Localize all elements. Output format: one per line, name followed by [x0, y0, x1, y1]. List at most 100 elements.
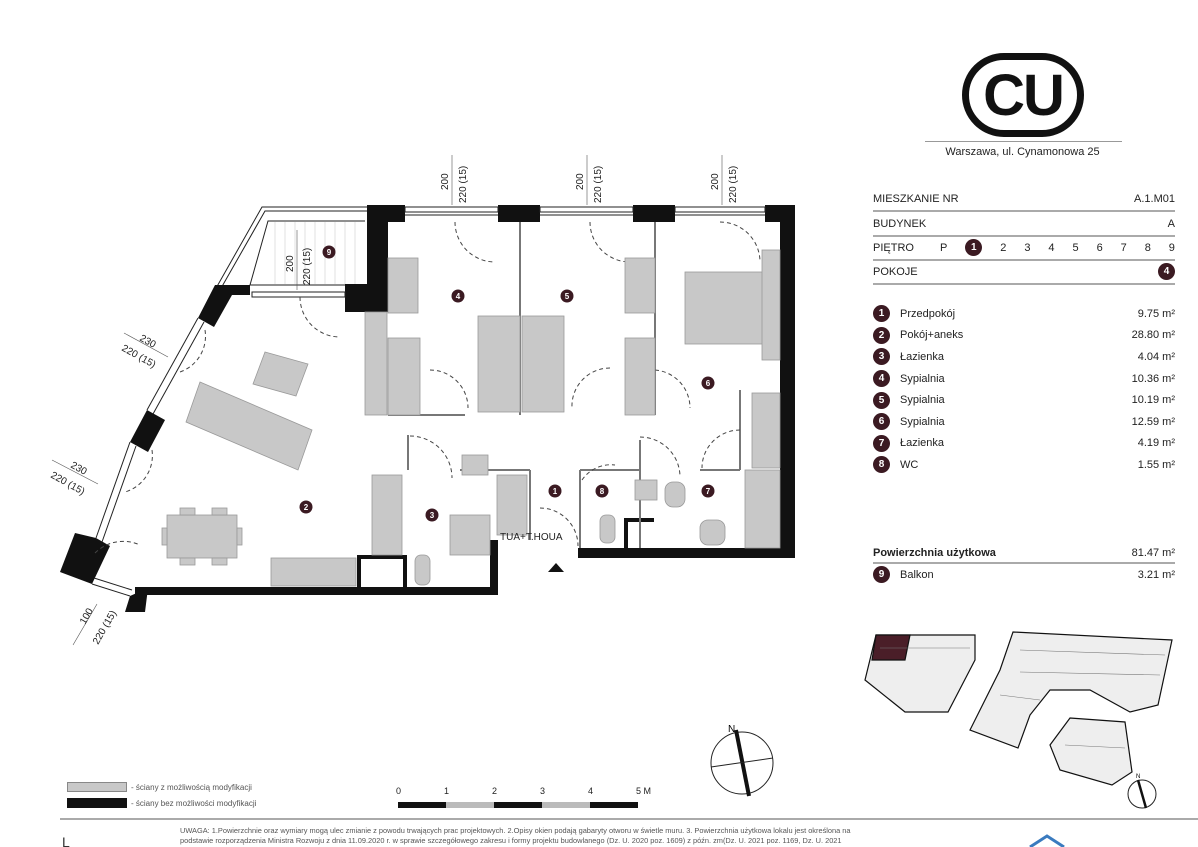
entrance-arrow-icon	[548, 563, 564, 572]
scale-tick: 4	[588, 786, 594, 796]
room-name: Przedpokój	[900, 307, 956, 320]
site-compass-icon: N	[1127, 774, 1157, 809]
value: A	[1167, 217, 1175, 230]
brand-logo: CU	[962, 53, 1084, 137]
legend-text: - ściany z możliwością modyfikacji	[131, 782, 252, 792]
note-line: podstawie rozporządzenia Ministra Rozwoj…	[180, 836, 842, 845]
site-plan-thumbnails	[864, 631, 1173, 786]
floor-option[interactable]: 2	[1000, 241, 1007, 254]
svg-text:N: N	[728, 724, 735, 735]
label: POKOJE	[873, 265, 918, 278]
room-badge: 1	[873, 305, 890, 323]
room-badge: 5	[873, 391, 890, 409]
walls-fixed	[60, 205, 795, 612]
compass-icon: N	[710, 724, 774, 797]
scale-bar	[398, 802, 638, 808]
room-area: 3.21 m²	[1137, 568, 1175, 581]
room-badge: 3	[873, 348, 890, 366]
building-row: BUDYNEK A	[873, 212, 1175, 237]
marker-4: 4	[456, 292, 461, 301]
floor-option[interactable]: 5	[1072, 241, 1079, 254]
floor-option[interactable]: 6	[1096, 241, 1103, 254]
scale-tick: 5 M	[636, 786, 652, 796]
label: PIĘTRO	[873, 241, 914, 254]
svg-text:230: 230	[138, 333, 158, 351]
marker-5: 5	[565, 292, 570, 301]
label: BUDYNEK	[873, 217, 927, 230]
room-area: 12.59 m²	[1131, 415, 1175, 428]
floor-option[interactable]: 7	[1120, 241, 1127, 254]
floor-option[interactable]: 4	[1048, 241, 1055, 254]
room-badge: 8	[873, 456, 890, 474]
room-name: Łazienka	[900, 350, 945, 363]
room-badge: 6	[873, 413, 890, 431]
marker-9: 9	[327, 248, 332, 257]
svg-text:220 (15): 220 (15)	[728, 166, 739, 203]
room-badge: 2	[873, 326, 890, 344]
room-name: Pokój+aneks	[900, 329, 964, 342]
room-area: 4.04 m²	[1137, 350, 1175, 363]
scale-tick: 1	[444, 786, 450, 796]
room-area: 10.19 m²	[1131, 394, 1175, 407]
marker-2: 2	[304, 503, 309, 512]
scale-tick: 3	[540, 786, 546, 796]
door-swings	[94, 221, 761, 554]
room-area: 4.19 m²	[1137, 437, 1175, 450]
rooms-count-row: POKOJE 4	[873, 260, 1175, 285]
swatch	[67, 798, 127, 808]
room-area: 9.75 m²	[1137, 307, 1175, 320]
room-name: Balkon	[900, 568, 934, 581]
svg-text:220 (15): 220 (15)	[302, 248, 313, 285]
swatch	[67, 782, 127, 792]
apartment-row: MIESZKANIE NR A.1.M01	[873, 187, 1175, 212]
room-name: Sypialnia	[900, 415, 945, 428]
rooms-count-badge: 4	[1158, 263, 1175, 280]
floor-option[interactable]: P	[940, 241, 948, 254]
room-row: 3 Łazienka 4.04 m²	[873, 346, 1175, 368]
windows	[91, 206, 766, 597]
floor-option[interactable]: 9	[1168, 241, 1175, 254]
brand-mark-icon	[1029, 834, 1065, 847]
kitchen-box-label: TUA+T.HOUA	[500, 532, 563, 543]
scale-tick: 2	[492, 786, 498, 796]
svg-text:200: 200	[710, 173, 721, 190]
svg-text:220 (15): 220 (15)	[91, 609, 119, 647]
svg-text:100: 100	[78, 606, 96, 626]
address: Warszawa, ul. Cynamonowa 25	[945, 146, 1100, 158]
room-area: 1.55 m²	[1137, 458, 1175, 471]
room-name: Łazienka	[900, 437, 945, 450]
room-badge: 7	[873, 434, 890, 452]
marker-8: 8	[600, 487, 605, 496]
marker-1: 1	[553, 487, 558, 496]
svg-text:220 (15): 220 (15)	[593, 166, 604, 203]
room-badge: 4	[873, 370, 890, 388]
balcony	[214, 206, 370, 291]
value: A.1.M01	[1134, 192, 1175, 205]
furniture	[161, 249, 781, 587]
room-row: 7 Łazienka 4.19 m²	[873, 433, 1175, 455]
svg-text:220 (15): 220 (15)	[458, 166, 469, 203]
room-name: Sypialnia	[900, 394, 945, 407]
page-marker: L	[62, 834, 70, 847]
svg-text:N: N	[1136, 774, 1140, 780]
scale-tick: 0	[396, 786, 402, 796]
floor-option[interactable]: 8	[1144, 241, 1151, 254]
note-line: UWAGA: 1.Powierzchnie oraz wymiary mogą …	[180, 826, 851, 835]
room-markers	[299, 245, 715, 522]
divider	[925, 141, 1122, 142]
floor-option[interactable]: 3	[1024, 241, 1031, 254]
value: 81.47 m²	[1131, 546, 1175, 559]
usable-area-row: Powierzchnia użytkowa 81.47 m²	[873, 543, 1175, 564]
floor-row: PIĘTRO P 1 2 3 4 5 6 7 8 9	[873, 236, 1175, 261]
floor-option[interactable]: 1	[965, 239, 983, 256]
floor-selector: P 1 2 3 4 5 6 7 8 9	[940, 239, 1175, 256]
marker-6: 6	[706, 379, 711, 388]
svg-text:200: 200	[285, 255, 296, 272]
room-area: 28.80 m²	[1131, 329, 1175, 342]
room-area: 10.36 m²	[1131, 372, 1175, 385]
legend-text: - ściany bez możliwości modyfikacji	[131, 798, 257, 808]
svg-text:200: 200	[575, 173, 586, 190]
